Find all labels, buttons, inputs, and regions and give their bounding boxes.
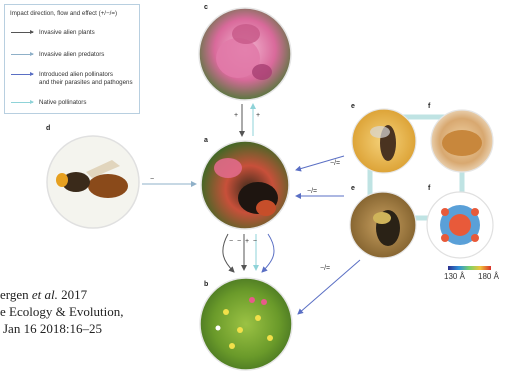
signs-a-b: − − + − <box>229 238 257 245</box>
panel-label-e-bottom: e <box>351 185 355 192</box>
sign-e-a-bottom: −/= <box>307 188 317 195</box>
sign-e-b: −/= <box>320 265 330 272</box>
scale-label-left: 130 Å <box>444 272 465 281</box>
sign-e-a-top: −/= <box>330 160 340 167</box>
citation-year: 2017 <box>58 287 87 302</box>
circle-a-native-bumblebee <box>201 141 289 229</box>
panel-label-a: a <box>204 137 208 144</box>
circle-f-virus <box>427 192 493 258</box>
sign-c-left: + <box>234 112 238 119</box>
circle-e-bumblebee <box>350 192 416 258</box>
circle-d-hornet <box>47 136 139 228</box>
panel-label-f-bottom: f <box>428 185 430 192</box>
citation-authors: ergen <box>0 287 32 302</box>
panel-label-d: d <box>46 125 50 132</box>
panel-label-b: b <box>204 281 208 288</box>
citation-line-2: e Ecology & Evolution, <box>0 304 123 320</box>
sign-c-right: + <box>256 112 260 119</box>
panel-label-f-top: f <box>428 103 430 110</box>
circle-e-honeybee <box>352 109 416 173</box>
panel-label-e-top: e <box>351 103 355 110</box>
sign-d: − <box>150 176 154 183</box>
scale-label-right: 180 Å <box>478 272 499 281</box>
citation-et-al: et al. <box>32 287 58 302</box>
circle-f-varroa-mite <box>431 110 493 172</box>
citation-line-1: ergen et al. 2017 <box>0 287 87 303</box>
arrow-a-to-b-pollinator <box>262 234 274 272</box>
color-scale-bar <box>448 266 491 270</box>
circle-c-invasive-plant <box>199 8 291 100</box>
citation-line-3: Jan 16 2018:16–25 <box>3 321 102 337</box>
circle-b-meadow <box>200 278 292 370</box>
panel-label-c: c <box>204 4 208 11</box>
